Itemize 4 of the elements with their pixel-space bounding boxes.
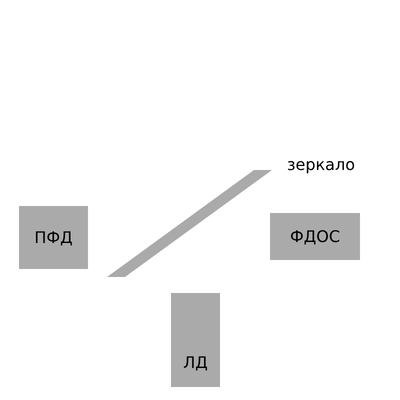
- component-box: ПФД: [19, 206, 88, 269]
- component-box: ЛД: [171, 293, 220, 387]
- component-box: ФДОС: [270, 213, 360, 260]
- part-label: зеркало: [287, 157, 355, 173]
